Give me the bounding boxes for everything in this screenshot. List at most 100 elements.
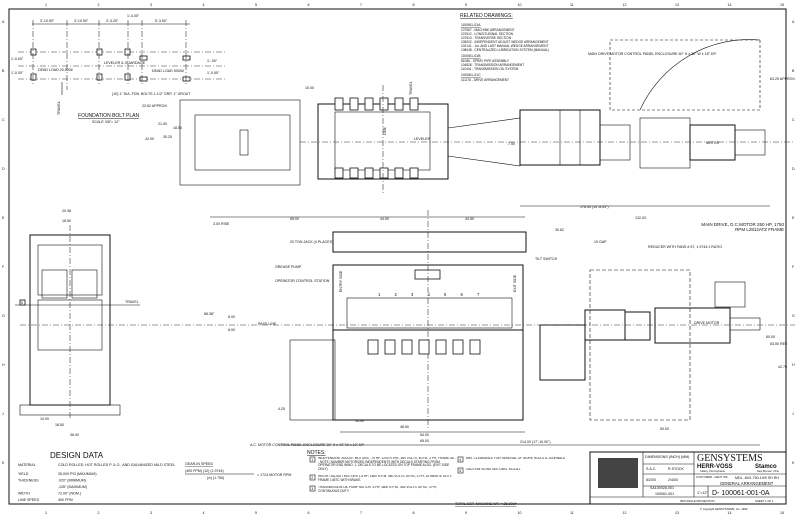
roll-number: 2: [395, 292, 398, 297]
checked-by: R.STOCK: [668, 467, 685, 471]
roll-adjust-motor: [384, 339, 396, 355]
grid-column-label: 3: [150, 511, 152, 515]
main-drive-label: MAIN DRIVE, D.C.MOTOR 250 HP, 1750 RPM L…: [701, 222, 784, 233]
grid-column-label: 7: [360, 511, 362, 515]
dim: 65.00: [290, 217, 299, 221]
projection: 3RD ANGLE PROJECTION: [680, 499, 715, 503]
grid-column-label: 15: [780, 511, 784, 515]
drawing-number: D- 100061-001-0A: [712, 490, 770, 497]
dim: 132.03: [635, 216, 646, 220]
design-data-value: 400 FPM: [58, 498, 73, 502]
dim: 30.25: [163, 135, 172, 139]
design-data-value: COLD ROLLED, HOT ROLLED P. & O., AND GAL…: [58, 462, 175, 467]
grid-column-label: 1: [45, 511, 47, 515]
note-text: INDEPENDENT ADJUST MOTORS, .75 HP, 1200 …: [318, 457, 456, 472]
total-weight: TOTAL EST. MACHINE WT. = 25,000#: [455, 502, 517, 506]
gear-result: = 1724 MOTOR RPM: [257, 473, 291, 477]
related-drawing-item: 108048 - CENTRALIZED LUBRICATION SYSTEM …: [461, 48, 549, 52]
grid-row-label: D: [2, 167, 5, 171]
foundation-bolt-plan: 3'-10.50" 3'-10.50" 3'-3.25" 1'-4.00" 5'…: [11, 14, 225, 124]
gear-numerator: (400 FPM) (12) (1.9744): [185, 469, 224, 473]
date: 8/2/00: [646, 478, 656, 482]
drawn-by: S.A.C.: [646, 467, 656, 471]
dim: 176.53 (14'-8.53"): [580, 205, 609, 209]
grid-row-label: G: [792, 314, 795, 318]
grid-row-label: A: [2, 20, 5, 24]
dim: 7.50: [508, 142, 515, 146]
grid-row-label: C: [2, 118, 5, 122]
leveler-label: LEVELER: [414, 137, 431, 141]
grid-row-label: D: [792, 167, 795, 171]
grid-column-label: 3: [150, 3, 152, 7]
note-number-box: [309, 456, 316, 463]
dim: 54.00: [420, 433, 429, 437]
dead-load: DEAD LOAD 20,000#: [38, 68, 73, 72]
related-drawing-item: 81086 - SPRAY PIPE ASSEMBLY: [461, 59, 510, 63]
pass-line-label: PASS LINE: [258, 322, 277, 326]
note-text: CAUTION SIGNS SEE DWG. #111111.: [466, 468, 521, 471]
design-data-label: LINE SPEED: [18, 498, 40, 502]
note-text: MIN. CLEARANCE FOR REMOVAL OF WORK ROLLS…: [466, 457, 566, 460]
note-number: 3: [311, 487, 313, 491]
ref-number: SA100028-001: [650, 486, 674, 490]
callout-number: 5: [21, 301, 23, 305]
line-label: LINE: [383, 126, 387, 135]
note-number-box: [457, 467, 464, 474]
grease-pump-label: GREASE PUMP: [275, 265, 302, 269]
note-number-box: [309, 485, 316, 492]
drawing-title: GENERAL ARRANGEMENT: [720, 481, 774, 486]
dimensions-label: DIMENSIONS (INCH) (MM): [645, 455, 689, 459]
grid-column-label: 4: [203, 511, 205, 515]
related-drawing-item: 102141 - 1st. AND LAST MANUAL WEDGE ARRA…: [461, 44, 548, 48]
exit-side-label: EXIT SIDE: [513, 274, 517, 292]
gear-title: GEAR-IN SPEED: [185, 462, 214, 466]
grid-column-label: 11: [570, 3, 574, 7]
dim: 16.00: [355, 419, 364, 423]
grid-column-label: 7: [360, 3, 362, 7]
dead-load: DEAD LOAD 5000#: [152, 69, 184, 73]
grid-row-label: B: [2, 69, 5, 73]
grid-column-label: 13: [675, 3, 679, 7]
dim: 18.50: [62, 219, 71, 223]
dim: 4.25: [278, 407, 285, 411]
model: MDL. 84/1.750-19/9 SH RH: [735, 476, 779, 480]
dim: 21.00: [158, 122, 167, 126]
dim: 1'-0.00": [11, 57, 24, 61]
dim: 10.00: [305, 86, 314, 90]
grid-row-label: E: [792, 216, 795, 220]
grid-column-label: 2: [98, 511, 100, 515]
related-group-head: 100061-01B: [461, 54, 481, 58]
related-drawing-item: 107613 - TRANSVERSE SECTION: [461, 36, 512, 40]
gear-denominator: (π) (1.750): [207, 476, 224, 480]
grid-row-label: A: [792, 20, 795, 24]
roll-number: 1: [378, 292, 381, 297]
grid-column-label: 5: [255, 3, 257, 7]
design-data-label: WIDTH: [18, 492, 30, 496]
dim: 214.00 (17'-10.00"): [520, 440, 551, 444]
drawing-border: [8, 8, 787, 505]
entry-side-label: ENTRY SIDE: [339, 270, 343, 292]
operator-station-label: OPERATOR CONTROL STATION: [275, 279, 330, 283]
dim: 1'-.00": [207, 59, 218, 63]
note-text-box: TRANSMISSION OIL PUMP MOTOR .5 HP, 1800 …: [318, 486, 437, 493]
grid-column-label: 10: [518, 3, 522, 7]
brand-herr-voss: HERR-VOSS: [697, 464, 733, 470]
grid-column-label: 10: [518, 511, 522, 515]
design-data-value: .020" (MINIMUM): [58, 479, 86, 483]
roll-adjust-motor: [435, 339, 447, 355]
note-number: 4: [459, 458, 461, 462]
design-data-label: YIELD: [18, 472, 29, 476]
design-data-value: 35,000 PSI (MAXIMUM): [58, 472, 97, 476]
note-text-box: CAUTION SIGNS SEE DWG. #111111.: [466, 468, 521, 471]
grid-row-label: B: [792, 69, 795, 73]
jack-label: 20 TON JACK (4 PLACES): [290, 240, 333, 244]
grid-column-label: 8: [413, 511, 415, 515]
grid-row-label: H: [2, 363, 5, 367]
related-group-head: 100061-01A: [461, 23, 481, 27]
design-data-title: DESIGN DATA: [50, 451, 104, 460]
grid-column-label: 14: [728, 3, 732, 7]
dim: 20.38: [62, 209, 71, 213]
design-data-label: MATERIAL: [18, 463, 36, 467]
front-elevation: 3.00 RISE 65.00 44.50 44.50 30.62 176.53…: [20, 205, 795, 447]
